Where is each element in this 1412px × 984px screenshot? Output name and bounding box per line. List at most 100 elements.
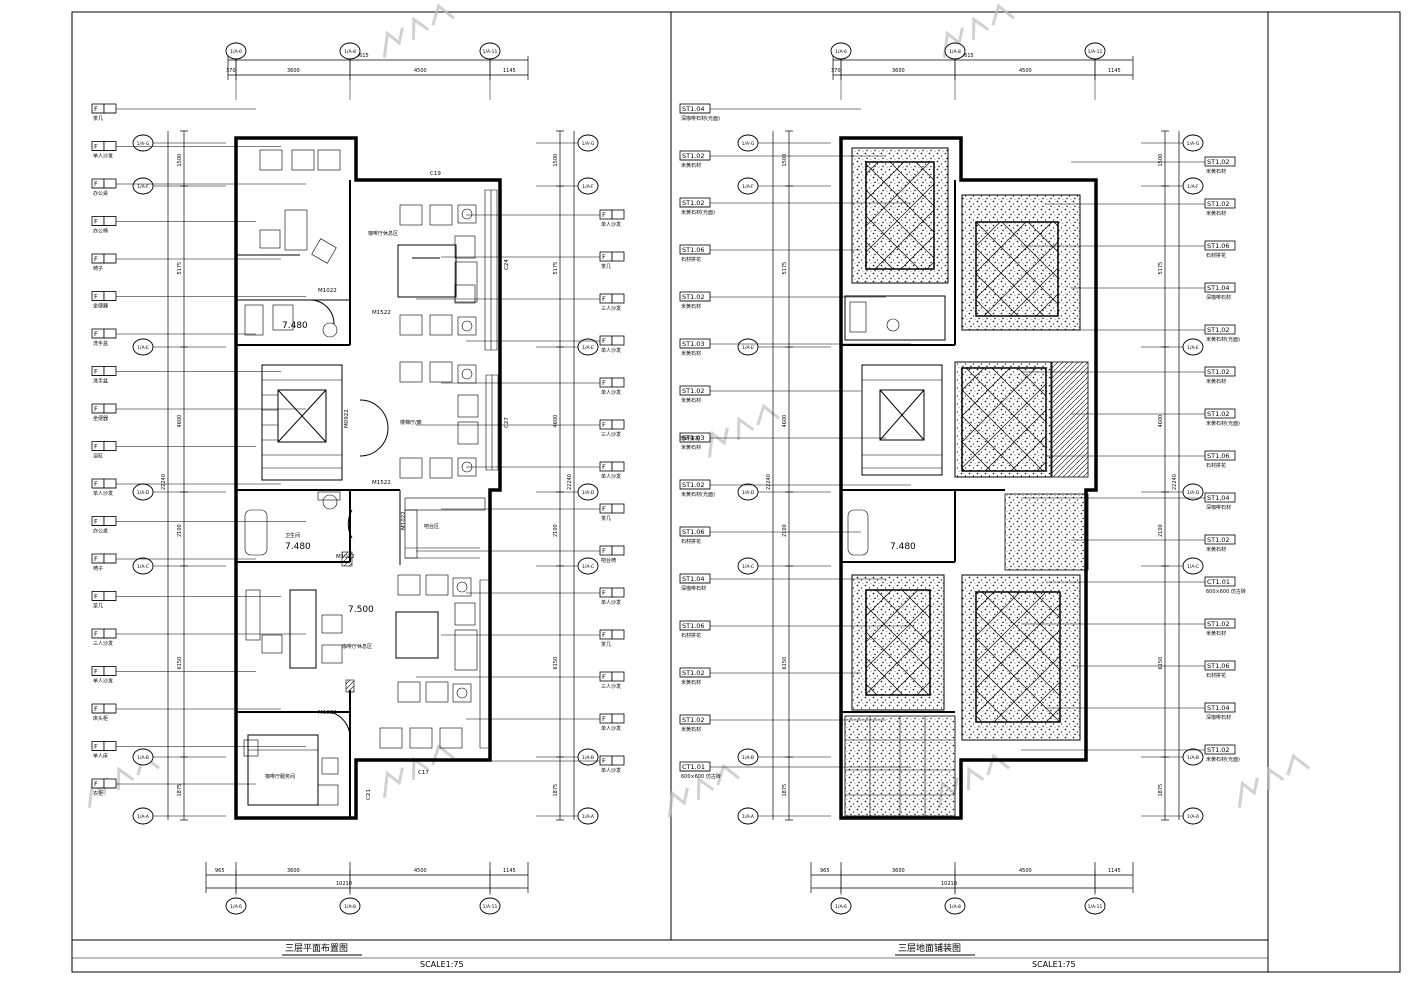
tag-box <box>1204 534 1236 545</box>
grid-col-bubble-top-label: 1/A-11 <box>483 49 498 55</box>
door-label-m1022c: M1022 <box>336 554 355 560</box>
tag-label: 衣柜 <box>93 790 103 797</box>
tag-code: F <box>94 668 98 676</box>
tag-box <box>1204 576 1236 587</box>
tag-label: 茶几 <box>601 263 611 270</box>
tag-box <box>1204 450 1236 461</box>
tag-code: F <box>94 593 98 601</box>
grid-row-bubble-left-label: 1/A-E <box>742 345 754 351</box>
dim-top-seg: 370 <box>831 68 841 74</box>
tag-label: 浴缸 <box>93 453 103 460</box>
tag-label: 单人沙发 <box>93 490 113 497</box>
room-label-lounge-mid: 咖啡厅休息区 <box>342 643 372 650</box>
room-label-bar: 吧台区 <box>424 523 439 530</box>
tag-code: ST1.04 <box>1207 704 1230 712</box>
title-block-right: 三层地面铺装图 SCALE1:75 <box>895 942 1076 969</box>
grid-row-bubble-right <box>1182 557 1204 575</box>
floor-level-mark: 7.480 <box>890 542 916 552</box>
tag-code: ST1.06 <box>1207 662 1230 670</box>
tag-label: 单人沙发 <box>601 221 621 228</box>
dim-bottom-overall: 10210 <box>336 881 352 887</box>
tag-label: 办公桌 <box>93 528 108 535</box>
grid-row-bubble-right <box>1182 177 1204 195</box>
dim-left-seg: 5175 <box>782 262 788 275</box>
grid-col-bubble-top <box>479 42 501 60</box>
dim-bottom-seg: 965 <box>215 868 225 874</box>
window-label-c19: C19 <box>430 171 441 177</box>
tag-code: F <box>602 463 606 471</box>
dim-top-seg: 1145 <box>503 68 516 74</box>
dim-right-seg: 1875 <box>553 784 559 797</box>
tag-label: 椅子 <box>93 565 103 572</box>
grid-row-bubble-left <box>132 807 154 825</box>
tag-code: ST1.03 <box>682 340 705 348</box>
door-label-m1022b: M1022 <box>401 511 407 530</box>
grid-row-bubble-right <box>1182 748 1204 766</box>
tag-label: 米黄石材 <box>681 444 701 451</box>
tag-code: F <box>602 211 606 219</box>
tag-label: 椅子 <box>93 265 103 272</box>
dim-left-seg: 2100 <box>782 524 788 537</box>
grid-row-bubble-right-label: 1/A-B <box>582 755 594 761</box>
tag-code: F <box>602 673 606 681</box>
tag-code: CT1.01 <box>1207 578 1230 586</box>
grid-col-bubble-bottom-label: 1/A-6 <box>230 904 242 910</box>
grid-row-bubble-right-label: 1/A-B <box>1187 755 1199 761</box>
tag-label: 单人沙发 <box>601 767 621 774</box>
tag-code: ST1.04 <box>1207 494 1230 502</box>
grid-col-bubble-top <box>339 42 361 60</box>
tag-code: F <box>94 330 98 338</box>
grid-row-bubble-left-label: 1/A-B <box>137 755 149 761</box>
grid-col-bubble-top-label: 1/A-11 <box>1088 49 1103 55</box>
level-mark-3: 7.500 <box>348 605 374 615</box>
tag-label: 深咖啡石材(光面) <box>681 115 720 122</box>
dim-left-seg: 6150 <box>177 657 183 670</box>
tag-code: F <box>94 368 98 376</box>
grid-col-bubble-bottom-label: 1/A-11 <box>483 904 498 910</box>
grid-row-bubble-left <box>737 134 759 152</box>
tag-code: F <box>602 757 606 765</box>
dim-bottom-seg: 4500 <box>414 868 427 874</box>
door-label-m1522b: M1522 <box>372 480 391 486</box>
tag-label: 米黄石材 <box>1206 630 1226 637</box>
dim-bottom-overall: 10210 <box>941 881 957 887</box>
tag-label: 三人沙发 <box>601 683 621 690</box>
tag-label: 米黄石材(光面) <box>1206 336 1240 343</box>
grid-row-bubble-right-label: 1/A-G <box>582 141 595 147</box>
tag-label: 米黄石材(光面) <box>1206 420 1240 427</box>
grid-row-bubble-right-label: 1/A-G <box>1187 141 1200 147</box>
grid-col-bubble-bottom <box>830 897 852 915</box>
dim-right-overall: 22240 <box>567 474 573 490</box>
tag-code: ST1.02 <box>682 199 705 207</box>
grid-row-bubble-left-label: 1/A-F <box>742 184 754 190</box>
tag-code: F <box>94 743 98 751</box>
tag-label: 茶几 <box>601 641 611 648</box>
tag-box <box>1204 660 1236 671</box>
grid-col-bubble-top <box>830 42 852 60</box>
level-mark-1: 7.480 <box>282 321 308 331</box>
room-label-lobby: 楼梯厅/廊 <box>400 419 422 426</box>
tag-label: 单人沙发 <box>93 678 113 685</box>
tag-label: 茶几 <box>93 115 103 122</box>
tag-code: ST1.02 <box>1207 410 1230 418</box>
tag-label: 深咖啡石材 <box>1206 714 1231 721</box>
grid-col-bubble-top <box>225 42 247 60</box>
tag-label: 米黄石材 <box>1206 546 1226 553</box>
tag-code: ST1.02 <box>682 669 705 677</box>
dim-bottom-seg: 3600 <box>287 868 300 874</box>
dim-left-seg: 2100 <box>177 524 183 537</box>
tag-label: 600×600 仿古砖 <box>681 773 721 780</box>
door-label-m1022a: M1022 <box>318 288 337 294</box>
floor-finish-plan <box>839 136 1098 820</box>
furniture-plan <box>234 136 502 820</box>
grid-row-bubble-right-label: 1/A-A <box>1187 814 1200 820</box>
tag-code: ST1.06 <box>682 528 705 536</box>
tag-code: F <box>94 143 98 151</box>
dim-right-seg: 6150 <box>553 657 559 670</box>
tag-code: ST1.02 <box>1207 536 1230 544</box>
dim-top-seg: 4500 <box>1019 68 1032 74</box>
tag-label: 三人沙发 <box>601 305 621 312</box>
dim-bottom-seg: 1145 <box>503 868 516 874</box>
tag-code: ST1.02 <box>1207 158 1230 166</box>
